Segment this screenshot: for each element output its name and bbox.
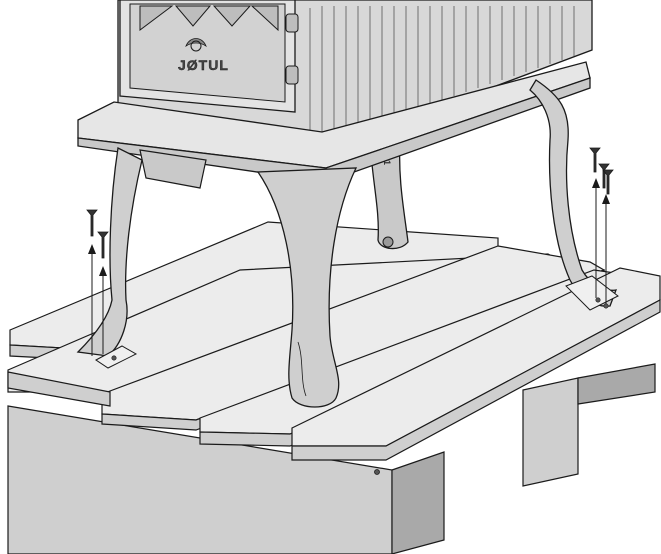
- left-screws: [86, 209, 109, 356]
- up-arrow-icon: [88, 244, 96, 356]
- joist-right: [522, 363, 656, 487]
- up-arrow-icon: [99, 266, 107, 354]
- screw-icon: [602, 169, 614, 195]
- stove-brand-text: JØTUL: [178, 57, 229, 73]
- right-screws: [589, 147, 614, 304]
- stove-leg-right: [529, 79, 619, 311]
- up-arrow-icon: [592, 178, 600, 298]
- board-front: [291, 267, 661, 461]
- screw-icon: [97, 231, 109, 259]
- stove-base: [77, 61, 591, 189]
- board-front-left: [7, 371, 111, 407]
- stove-leg-center: [256, 167, 358, 408]
- screw-icon: [86, 209, 98, 237]
- cooling-fins: [309, 6, 575, 140]
- up-arrow-icon: [602, 194, 610, 304]
- jotul-logo-icon: [185, 38, 207, 52]
- screw-icon: [598, 163, 610, 189]
- door-hinge-lower: [285, 65, 299, 85]
- stove: 101: [76, 0, 619, 408]
- door-hinge-upper: [285, 13, 299, 33]
- screw-icon: [589, 147, 601, 173]
- stove-door: JØTUL: [119, 0, 299, 113]
- door-window-lattice: [139, 5, 279, 32]
- joist-left: [7, 405, 445, 554]
- stove-leg-left: [76, 147, 143, 369]
- leg-right-foot-plate: [565, 275, 619, 311]
